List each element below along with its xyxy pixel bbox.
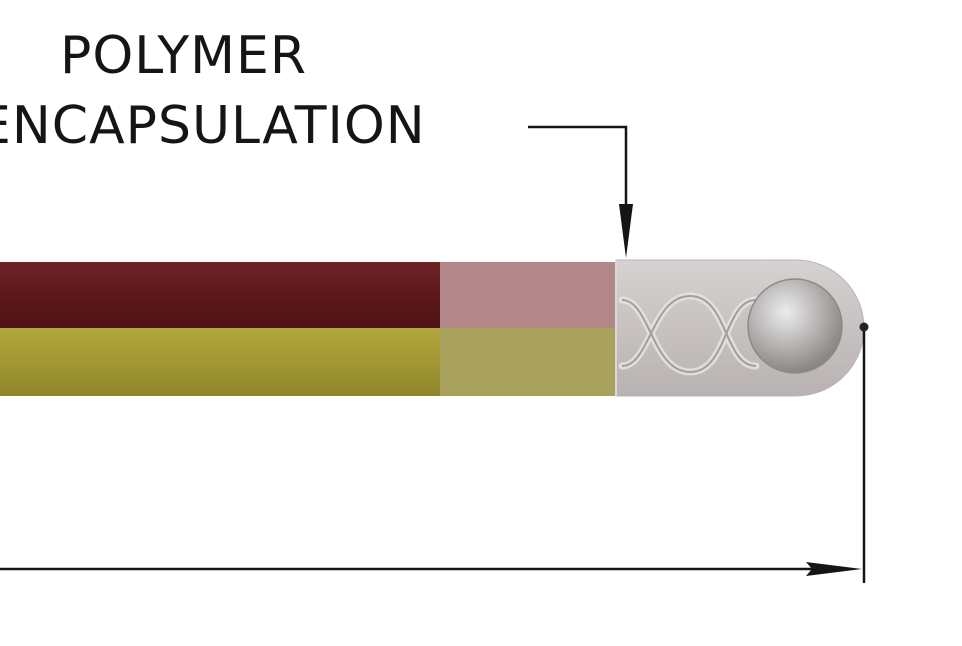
callout-arrowhead [619, 204, 633, 258]
sensor-bead [747, 278, 843, 374]
red-wire-encapsulated [440, 262, 616, 328]
callout-label-line-2: ENCAPSULATION [0, 96, 426, 156]
tip-end-marker [859, 322, 869, 332]
yellow-wire [0, 328, 440, 396]
callout-label-line-1: POLYMER [60, 26, 307, 86]
yellow-wire-encapsulated [440, 328, 616, 396]
callout-leader-line [528, 125, 628, 210]
red-wire [0, 262, 440, 328]
dimension-arrowhead [806, 562, 862, 576]
